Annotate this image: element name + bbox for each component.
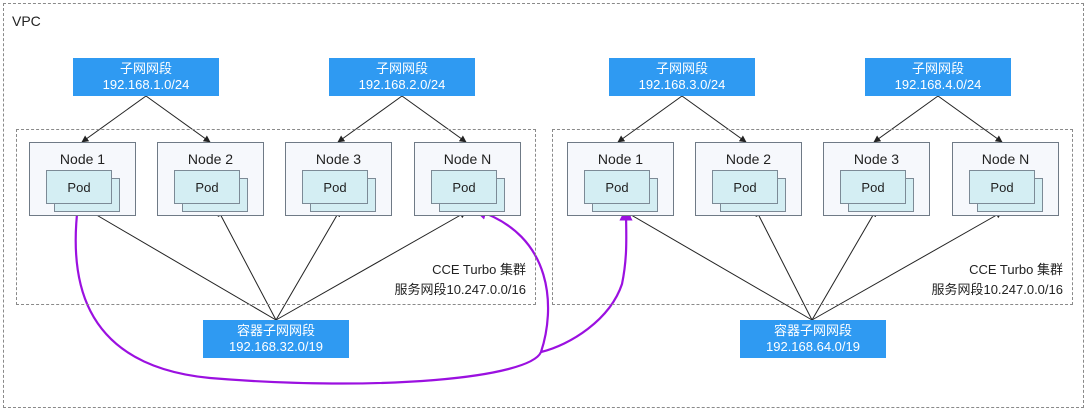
pod-box: Pod bbox=[712, 170, 778, 204]
node-label: Node 1 bbox=[59, 151, 106, 167]
container-subnet-cidr: 192.168.64.0/19 bbox=[766, 339, 860, 354]
pod-box: Pod bbox=[431, 170, 497, 204]
node-box: Node N Pod bbox=[414, 142, 521, 216]
service-cidr-label: 服务网段10.247.0.0/16 bbox=[394, 282, 526, 297]
node-box: Node 1 Pod bbox=[567, 142, 674, 216]
subnet-title: 子网网段 bbox=[911, 61, 964, 76]
node-box: Node 3 Pod bbox=[285, 142, 392, 216]
container-subnet-to-node-edge bbox=[811, 211, 1003, 321]
subnet-cidr: 192.168.1.0/24 bbox=[102, 77, 190, 92]
pod-traffic-path-cross-cluster bbox=[540, 207, 633, 354]
subnet-title: 子网网段 bbox=[119, 61, 172, 76]
container-subnet-title: 容器子网网段 bbox=[773, 323, 852, 338]
cluster-name: CCE Turbo 集群 bbox=[432, 262, 526, 277]
node-box: Node 3 Pod bbox=[823, 142, 930, 216]
node-label: Node 2 bbox=[725, 151, 772, 167]
subnet-to-node-edge bbox=[337, 95, 403, 143]
node-box: Node 2 Pod bbox=[157, 142, 264, 216]
container-subnet-to-node-edge bbox=[755, 209, 813, 321]
node-box: Node 2 Pod bbox=[695, 142, 802, 216]
container-subnet-to-node-edge bbox=[87, 209, 277, 321]
node-subnet-box: 子网网段 192.168.2.0/24 bbox=[329, 58, 475, 96]
subnet-to-node-edge bbox=[81, 95, 147, 143]
pod-box: Pod bbox=[840, 170, 906, 204]
pod-box: Pod bbox=[302, 170, 368, 204]
pod-box: Pod bbox=[584, 170, 650, 204]
container-subnet-cidr: 192.168.32.0/19 bbox=[229, 339, 323, 354]
container-subnet-to-node-edge bbox=[275, 211, 467, 321]
container-subnet-to-node-edge bbox=[811, 209, 877, 321]
subnet-cidr: 192.168.4.0/24 bbox=[894, 77, 982, 92]
node-label: Node 1 bbox=[597, 151, 644, 167]
node-subnet-box: 子网网段 192.168.1.0/24 bbox=[73, 58, 219, 96]
node-subnet-box: 子网网段 192.168.3.0/24 bbox=[609, 58, 755, 96]
node-subnet-box: 子网网段 192.168.4.0/24 bbox=[865, 58, 1011, 96]
pod-traffic-path-intra-cluster bbox=[74, 204, 550, 385]
container-subnet-to-node-edge bbox=[625, 211, 813, 321]
subnet-to-node-edge bbox=[681, 95, 747, 143]
container-subnet-to-node-edge bbox=[217, 209, 277, 321]
cluster-name: CCE Turbo 集群 bbox=[969, 262, 1063, 277]
subnet-to-node-edge bbox=[401, 95, 467, 143]
vpc-boundary bbox=[3, 3, 1084, 408]
container-subnet-title: 容器子网网段 bbox=[236, 323, 315, 338]
subnet-cidr: 192.168.3.0/24 bbox=[638, 77, 726, 92]
subnet-title: 子网网段 bbox=[655, 61, 708, 76]
container-subnet-box: 容器子网网段 192.168.64.0/19 bbox=[740, 320, 886, 358]
service-cidr-label: 服务网段10.247.0.0/16 bbox=[931, 282, 1063, 297]
pod-box: Pod bbox=[174, 170, 240, 204]
subnet-to-node-edge bbox=[937, 95, 1003, 143]
subnet-to-node-edge bbox=[145, 95, 211, 143]
pod-box: Pod bbox=[969, 170, 1035, 204]
node-label: Node 3 bbox=[853, 151, 900, 167]
subnet-to-node-edge bbox=[617, 95, 683, 143]
node-box: Node N Pod bbox=[952, 142, 1059, 216]
cluster-boundary bbox=[552, 129, 1073, 305]
node-label: Node N bbox=[443, 151, 492, 167]
vpc-label: VPC bbox=[12, 13, 41, 29]
pod-box: Pod bbox=[46, 170, 112, 204]
subnet-title: 子网网段 bbox=[375, 61, 428, 76]
subnet-to-node-edge bbox=[873, 95, 939, 143]
node-label: Node 2 bbox=[187, 151, 234, 167]
container-subnet-box: 容器子网网段 192.168.32.0/19 bbox=[203, 320, 349, 358]
container-subnet-to-node-edge bbox=[275, 209, 341, 321]
subnet-cidr: 192.168.2.0/24 bbox=[358, 77, 446, 92]
node-label: Node N bbox=[981, 151, 1030, 167]
cluster-boundary bbox=[16, 129, 536, 305]
node-box: Node 1 Pod bbox=[29, 142, 136, 216]
node-label: Node 3 bbox=[315, 151, 362, 167]
